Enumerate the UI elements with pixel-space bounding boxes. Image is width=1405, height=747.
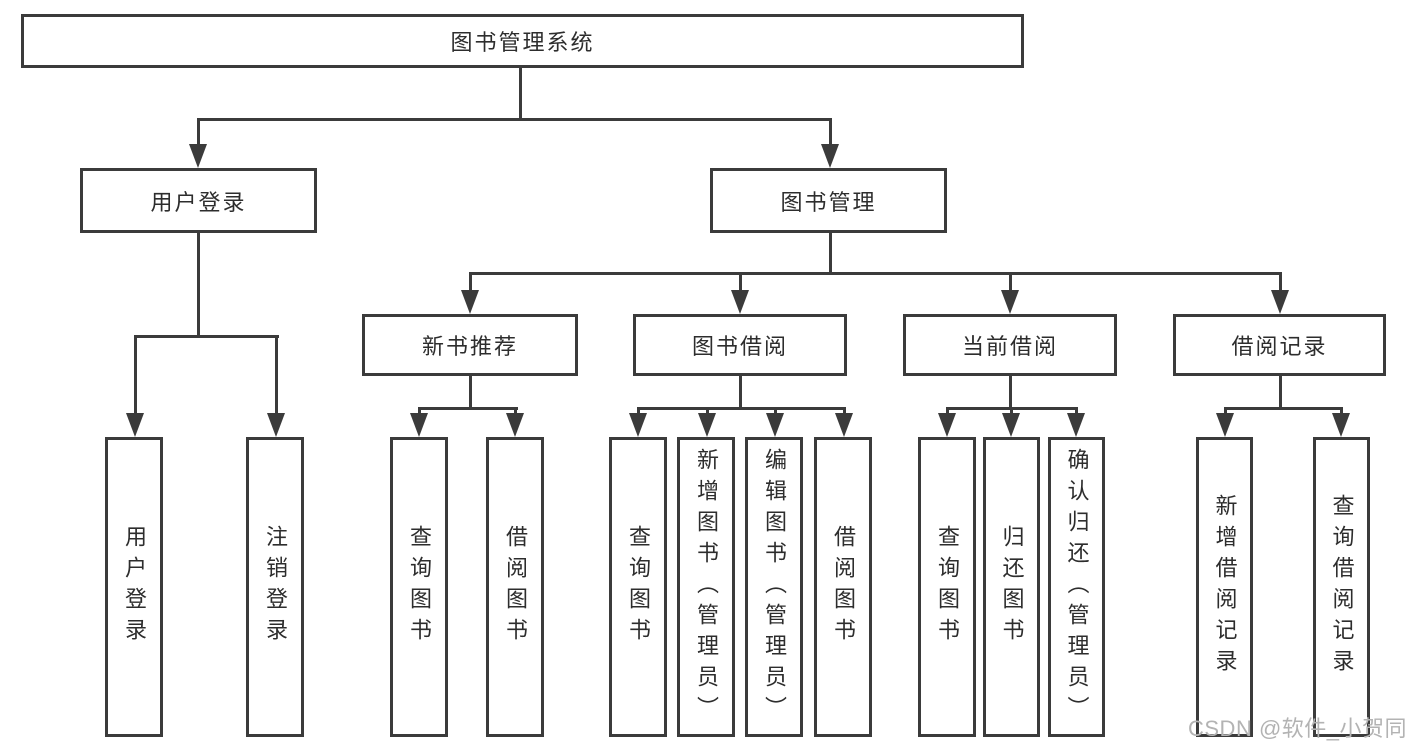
arrowhead-new-rec xyxy=(461,290,479,314)
leaf-label: 用户登录 xyxy=(122,525,147,649)
connector-new-rec-stem xyxy=(469,376,472,407)
arrowhead-leaf xyxy=(1216,413,1234,437)
node-label: 当前借阅 xyxy=(961,334,1058,359)
connector-drop-leaf xyxy=(774,407,777,417)
leaf-label: 查询图书 xyxy=(626,525,651,649)
node-new-book-recommend: 新书推荐 xyxy=(362,314,578,376)
node-user-login: 用户登录 xyxy=(80,168,317,233)
node-label: 用户登录 xyxy=(150,189,247,215)
arrowhead-leaf xyxy=(698,413,716,437)
leaf-query-book-current: 查询图书 xyxy=(918,437,976,737)
connector-current-stem xyxy=(1009,376,1012,407)
leaf-label: 编辑图书（管理员） xyxy=(762,447,787,727)
arrowhead-leaf xyxy=(835,413,853,437)
leaf-borrow-book-rec: 借阅图书 xyxy=(486,437,544,737)
connector-records-branch xyxy=(1224,407,1343,410)
leaf-label: 查询图书 xyxy=(935,525,960,649)
leaf-label: 借阅图书 xyxy=(831,525,856,649)
connector-drop-leaf xyxy=(1340,407,1343,417)
arrowhead-leaf xyxy=(506,413,524,437)
connector-drop-leaf xyxy=(637,407,640,417)
leaf-user-login: 用户登录 xyxy=(105,437,163,737)
node-label: 图书管理系统 xyxy=(450,30,595,55)
arrowhead-leaf xyxy=(629,413,647,437)
connector-new-rec-branch xyxy=(418,407,518,410)
leaf-add-book-admin: 新增图书（管理员） xyxy=(677,437,735,737)
arrowhead-borrow xyxy=(731,290,749,314)
connector-drop-borrow xyxy=(739,272,742,292)
csdn-watermark: CSDN @软件_小贺同学 xyxy=(1188,716,1405,741)
connector-drop-leaf xyxy=(1224,407,1227,417)
connector-drop-leaf xyxy=(706,407,709,417)
connector-drop-current xyxy=(1009,272,1012,292)
connector-borrow-branch xyxy=(637,407,846,410)
connector-drop-user-login xyxy=(197,118,200,150)
connector-drop-leaf xyxy=(1075,407,1078,417)
connector-root-stem xyxy=(519,68,522,118)
leaf-label: 归还图书 xyxy=(999,525,1025,649)
leaf-label: 新增借阅记录 xyxy=(1212,494,1238,680)
node-label: 借阅记录 xyxy=(1231,334,1328,359)
connector-drop-leaf xyxy=(946,407,949,417)
arrowhead-leaf xyxy=(938,413,956,437)
leaf-query-book-rec: 查询图书 xyxy=(390,437,448,737)
connector-drop-leaf xyxy=(275,335,278,417)
arrowhead-leaf xyxy=(410,413,428,437)
leaf-add-borrow-record: 新增借阅记录 xyxy=(1196,437,1253,737)
connector-user-login-stem xyxy=(197,233,200,335)
connector-drop-leaf xyxy=(418,407,421,417)
arrowhead-current xyxy=(1001,290,1019,314)
arrowhead-leaf xyxy=(126,413,144,437)
leaf-confirm-return-admin: 确认归还（管理员） xyxy=(1048,437,1105,737)
leaf-edit-book-admin: 编辑图书（管理员） xyxy=(745,437,803,737)
node-label: 图书借阅 xyxy=(691,334,788,359)
node-book-management: 图书管理 xyxy=(710,168,947,233)
node-library-management-system: 图书管理系统 xyxy=(21,14,1024,68)
connector-drop-leaf xyxy=(843,407,846,417)
arrowhead-leaf xyxy=(267,413,285,437)
connector-borrow-stem xyxy=(739,376,742,407)
node-label: 图书管理 xyxy=(780,189,877,215)
leaf-label: 借阅图书 xyxy=(503,525,528,649)
arrowhead-leaf xyxy=(1332,413,1350,437)
arrowhead-records xyxy=(1271,290,1289,314)
leaf-label: 查询图书 xyxy=(407,525,432,649)
arrowhead-leaf xyxy=(766,413,784,437)
leaf-return-book: 归还图书 xyxy=(983,437,1040,737)
leaf-query-borrow-record: 查询借阅记录 xyxy=(1313,437,1370,737)
arrowhead-user-login xyxy=(189,144,207,168)
arrowhead-leaf xyxy=(1067,413,1085,437)
node-label: 新书推荐 xyxy=(421,334,518,359)
leaf-query-book-borrow: 查询图书 xyxy=(609,437,667,737)
connector-book-mgmt-stem xyxy=(829,233,832,272)
connector-drop-book-mgmt xyxy=(829,118,832,150)
connector-root-branch xyxy=(197,118,832,121)
node-current-borrowing: 当前借阅 xyxy=(903,314,1117,376)
leaf-label: 新增图书（管理员） xyxy=(694,447,719,727)
arrowhead-book-mgmt xyxy=(821,144,839,168)
connector-drop-leaf xyxy=(514,407,517,417)
leaf-borrow-book: 借阅图书 xyxy=(814,437,872,737)
arrowhead-leaf xyxy=(1002,413,1020,437)
node-book-borrowing: 图书借阅 xyxy=(633,314,847,376)
connector-drop-records xyxy=(1279,272,1282,292)
leaf-label: 注销登录 xyxy=(263,525,288,649)
connector-user-login-branch xyxy=(134,335,279,338)
connector-drop-leaf xyxy=(134,335,137,417)
node-borrowing-records: 借阅记录 xyxy=(1173,314,1386,376)
connector-book-mgmt-branch xyxy=(469,272,1282,275)
leaf-label: 查询借阅记录 xyxy=(1329,494,1355,680)
connector-drop-new-rec xyxy=(469,272,472,292)
leaf-label: 确认归还（管理员） xyxy=(1064,447,1090,727)
connector-records-stem xyxy=(1279,376,1282,407)
leaf-logout: 注销登录 xyxy=(246,437,304,737)
connector-drop-leaf xyxy=(1010,407,1013,417)
